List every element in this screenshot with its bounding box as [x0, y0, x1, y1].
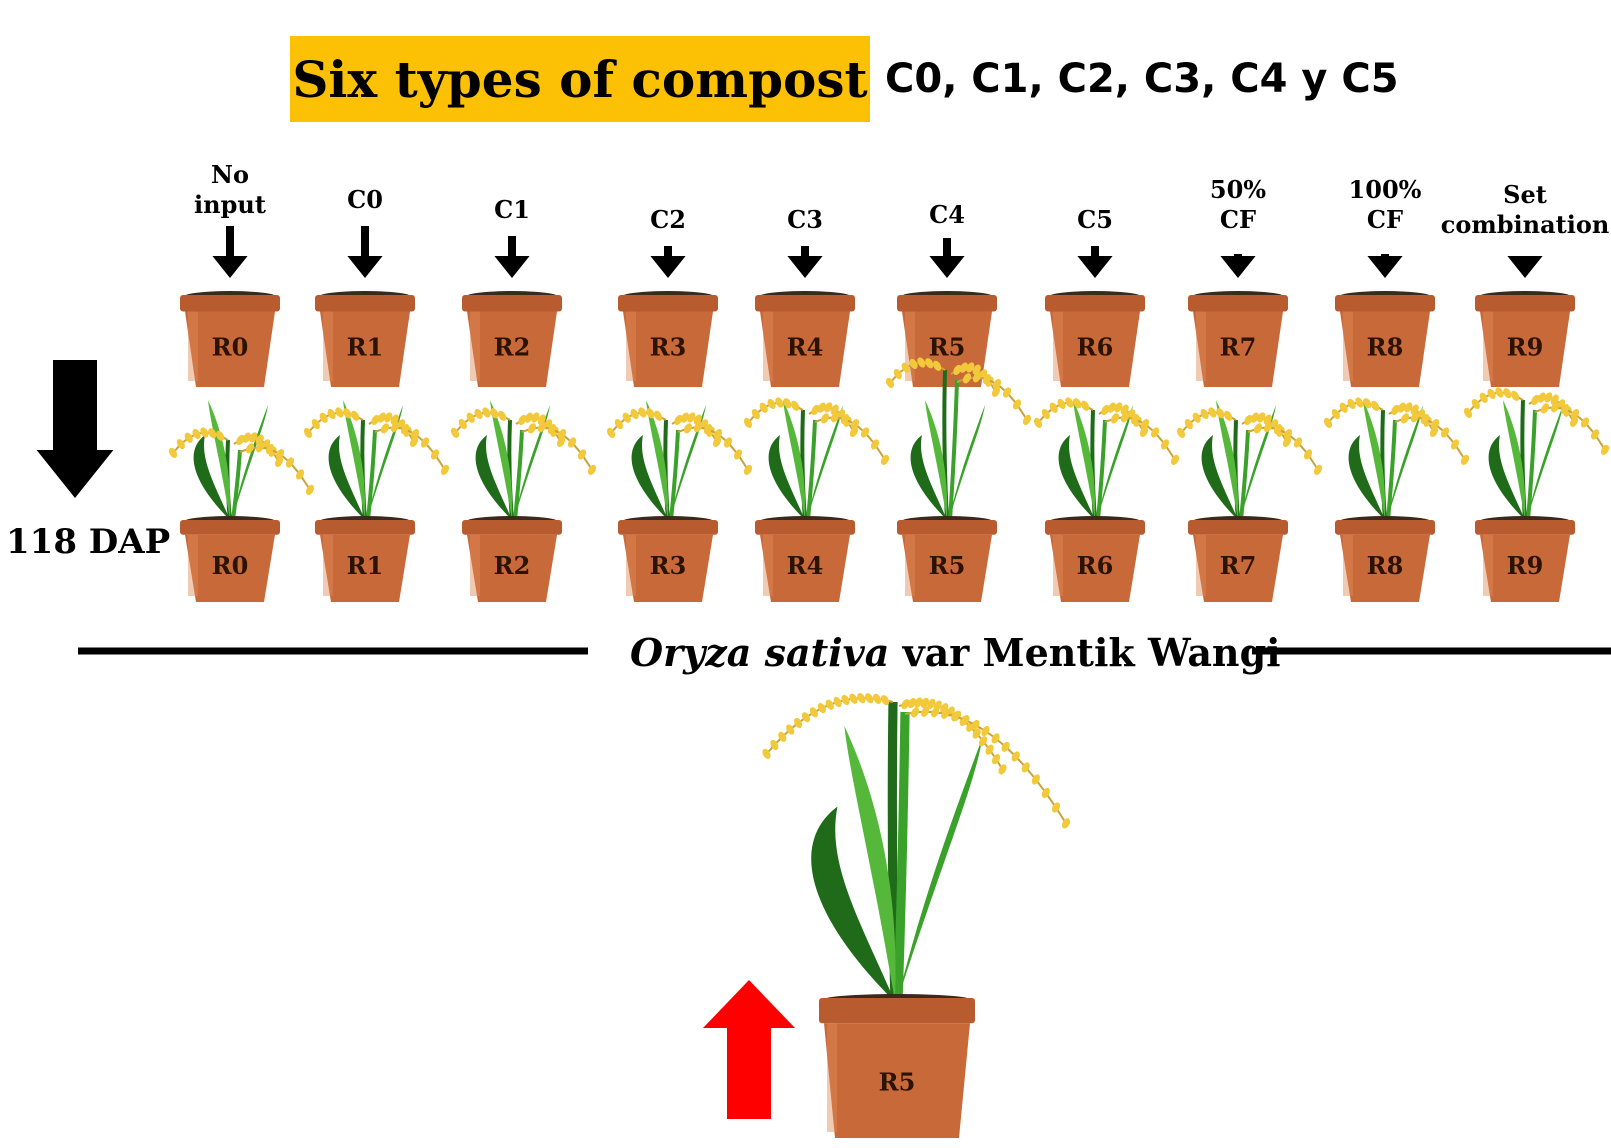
rice-plant-r1 — [303, 400, 450, 521]
pot-row1-r1: R1 — [315, 291, 415, 387]
pot-row1-r8: R8 — [1335, 291, 1435, 387]
pot-label: R8 — [1367, 333, 1404, 362]
pot-row2-r8: R8 — [1335, 516, 1435, 602]
pot-label: R5 — [929, 333, 966, 362]
pot-row2-r3: R3 — [618, 516, 718, 602]
column-label-r4: C3 — [720, 205, 890, 235]
arrow-down-icon — [1220, 254, 1256, 278]
column-label-r6: C5 — [1010, 205, 1180, 235]
pot-label: R6 — [1077, 333, 1114, 362]
column-label-line: 50% — [1209, 175, 1267, 204]
column-label-line: No — [211, 160, 249, 189]
rice-plant-r0 — [168, 400, 315, 521]
rice-plant-r9 — [1463, 387, 1610, 521]
pot-label: R7 — [1220, 551, 1257, 580]
title-box: Six types of compost — [290, 36, 870, 122]
pot-label: R5 — [879, 1067, 916, 1096]
pot-label: R6 — [1077, 551, 1114, 580]
arrow-down-icon — [650, 246, 686, 278]
column-label-r2: C1 — [427, 195, 597, 225]
column-label-line: C1 — [494, 195, 530, 224]
rice-plant-r8 — [1323, 397, 1470, 521]
pot-row2-r9: R9 — [1475, 516, 1575, 602]
arrow-down-icon — [347, 226, 383, 278]
pot-row2-r7: R7 — [1188, 516, 1288, 602]
arrow-down-icon — [212, 226, 248, 278]
pot-row2-r1: R1 — [315, 516, 415, 602]
column-label-line: 100% — [1348, 175, 1422, 204]
species-label: Oryza sativa var Mentik Wangi — [630, 630, 1281, 675]
pot-label: R0 — [212, 551, 249, 580]
arrow-down-icon — [787, 246, 823, 278]
column-label-r7: 50%CF — [1153, 175, 1323, 235]
pot-row1-r6: R6 — [1045, 291, 1145, 387]
pot-label: R1 — [347, 551, 384, 580]
column-label-line: C2 — [650, 205, 686, 234]
column-label-r5: C4 — [862, 200, 1032, 230]
species-rest: var Mentik Wangi — [889, 630, 1281, 675]
pot-row1-r9: R9 — [1475, 291, 1575, 387]
rice-plant-r7 — [1176, 400, 1323, 521]
column-label-r1: C0 — [280, 185, 450, 215]
arrow-down-icon — [1507, 256, 1543, 278]
title-text: Six types of compost — [292, 49, 868, 109]
pot-label: R5 — [929, 551, 966, 580]
rice-plant-r4 — [743, 397, 890, 521]
column-label-line: C3 — [787, 205, 823, 234]
pot-label: R4 — [787, 551, 824, 580]
column-label-line: C0 — [347, 185, 383, 214]
pot-label: R0 — [212, 333, 249, 362]
best-pot: R5 — [819, 994, 975, 1138]
pot-row1-r7: R7 — [1188, 291, 1288, 387]
pot-row2-r5: R5 — [897, 516, 997, 602]
time-arrow-down-icon — [36, 360, 114, 498]
pot-label: R7 — [1220, 333, 1257, 362]
pot-label: R3 — [650, 551, 687, 580]
species-italic: Oryza sativa — [630, 630, 890, 675]
pot-label: R8 — [1367, 551, 1404, 580]
best-rice-plant — [762, 693, 1071, 1003]
rice-plant-r2 — [450, 400, 597, 521]
pot-label: R4 — [787, 333, 824, 362]
arrow-down-icon — [1367, 254, 1403, 278]
column-label-r3: C2 — [583, 205, 753, 235]
column-label-line: C4 — [929, 200, 965, 229]
pot-label: R2 — [494, 333, 531, 362]
pot-row1-r0: R0 — [180, 291, 280, 387]
pot-row2-r6: R6 — [1045, 516, 1145, 602]
column-label-r8: 100%CF — [1300, 175, 1470, 235]
pot-row1-r2: R2 — [462, 291, 562, 387]
pot-label: R9 — [1507, 333, 1544, 362]
arrow-down-icon — [1077, 246, 1113, 278]
column-label-line: Set — [1503, 180, 1547, 209]
pot-row1-r3: R3 — [618, 291, 718, 387]
column-label-line: CF — [1219, 205, 1257, 234]
pot-label: R3 — [650, 333, 687, 362]
arrow-down-icon — [929, 238, 965, 278]
pot-label: R9 — [1507, 551, 1544, 580]
column-label-line: C5 — [1077, 205, 1113, 234]
column-label-line: combination — [1440, 210, 1610, 239]
rice-plant-r5 — [885, 357, 1032, 521]
rice-plant-r3 — [606, 400, 753, 521]
rice-plant-r6 — [1033, 397, 1180, 521]
pot-row2-r2: R2 — [462, 516, 562, 602]
pot-label: R1 — [347, 333, 384, 362]
pot-label: R2 — [494, 551, 531, 580]
pot-row2-r4: R4 — [755, 516, 855, 602]
column-label-line: input — [194, 190, 266, 219]
pot-row1-r4: R4 — [755, 291, 855, 387]
compost-list: C0, C1, C2, C3, C4 y C5 — [885, 56, 1399, 102]
column-label-line: CF — [1366, 205, 1404, 234]
time-label: 118 DAP — [6, 522, 171, 562]
highlight-arrow-up-icon — [703, 980, 795, 1119]
arrow-down-icon — [494, 236, 530, 278]
pot-row2-r0: R0 — [180, 516, 280, 602]
